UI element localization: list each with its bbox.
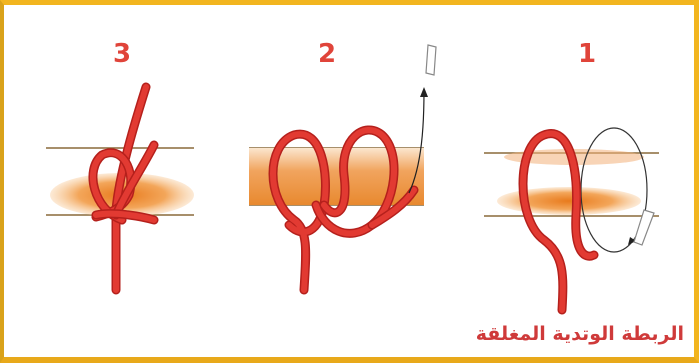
step-number-3: 3: [113, 39, 131, 69]
post-shadow: [497, 187, 641, 215]
step-number-2: 2: [318, 39, 336, 69]
knot-step-2-illustration: 2: [249, 39, 436, 290]
knot-step-1-illustration: 1: [484, 39, 659, 310]
step-number-1: 1: [578, 39, 596, 69]
rope-end-ghost: [426, 45, 436, 75]
knot-diagram: 3 2: [4, 5, 694, 357]
knot-step-3-illustration: 3: [46, 39, 194, 290]
arrow-head-icon: [420, 87, 428, 97]
caption: الربطة الوتدية المغلقة: [476, 323, 684, 345]
